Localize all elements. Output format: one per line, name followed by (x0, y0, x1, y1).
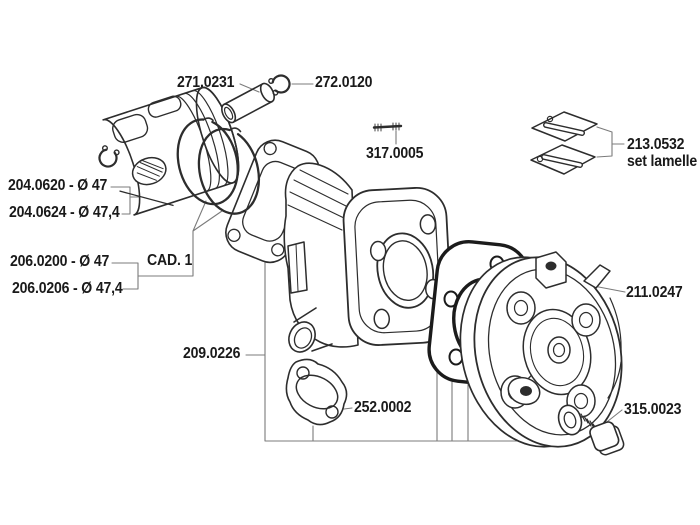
cylinder-drawing (283, 162, 453, 353)
piston-rings-drawing (176, 117, 261, 215)
part-label-cylinder-head: 211.0247 (626, 284, 683, 301)
part-label-piston-d47: 204.0620 - Ø 47 (8, 177, 108, 194)
part-label-reed-set: 213.0532 set lamelle (627, 136, 697, 170)
circlip-left-drawing (98, 145, 120, 168)
part-label-exhaust-gasket: 252.0002 (354, 399, 412, 416)
part-label-stud: 317.0005 (366, 145, 424, 162)
part-label-gasket-set: 209.0226 (183, 345, 241, 362)
part-label-reed-set-sub: set lamelle (627, 153, 698, 170)
part-label-piston-pin: 271.0231 (177, 74, 235, 91)
circlip-top-drawing (268, 74, 291, 96)
part-label-rings-d47: 206.0200 - Ø 47 (10, 253, 110, 270)
reed-petals-drawing (530, 111, 598, 175)
part-label-piston-d474: 204.0624 - Ø 47,4 (9, 204, 120, 221)
part-label-rings-qty: CAD. 1 (147, 252, 193, 269)
cylinder-head-drawing (459, 251, 623, 448)
part-label-pin-circlip: 272.0120 (315, 74, 373, 91)
part-label-reed-set-number: 213.0532 (627, 136, 685, 153)
stud-drawing (372, 122, 403, 132)
part-label-rings-d474: 206.0206 - Ø 47,4 (12, 280, 123, 297)
exhaust-gasket-drawing (285, 358, 348, 426)
piston-pin-drawing (221, 82, 275, 124)
washer-bolt-drawing (557, 404, 625, 456)
part-label-head-bolt: 315.0023 (624, 401, 682, 418)
